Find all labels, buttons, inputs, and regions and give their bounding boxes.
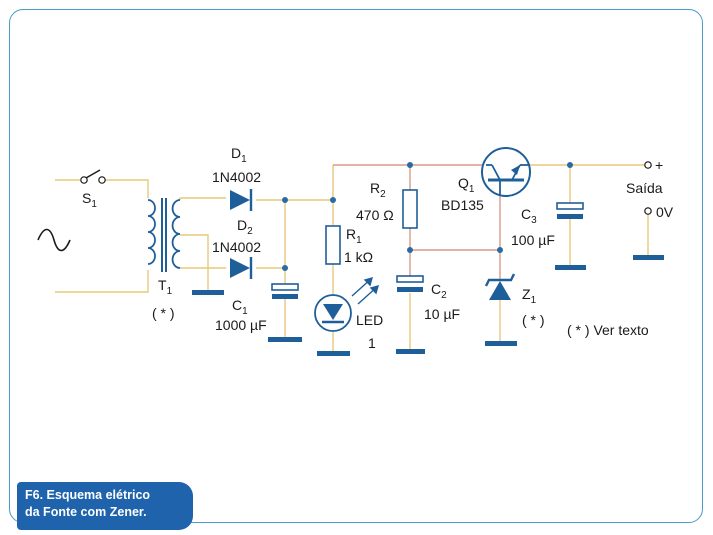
switch-lever-icon: [85, 169, 101, 179]
transistor-collector-icon: [491, 164, 501, 181]
ground-icon: [633, 255, 664, 260]
ground-icon: [317, 351, 350, 356]
junction-dot: [407, 162, 413, 168]
output-label: Saída: [626, 180, 663, 196]
junction-dot: [407, 247, 413, 253]
capacitor-plate-icon: [272, 294, 298, 299]
led-number: 1: [368, 335, 376, 351]
q1-part: BD135: [441, 197, 484, 213]
led: [314, 276, 380, 332]
output-terminal-icon: [644, 207, 652, 215]
zener-triangle-icon: [489, 281, 511, 300]
led-label: LED: [356, 312, 383, 328]
diode2-label: D2: [237, 217, 253, 237]
ground-icon: [485, 341, 517, 346]
switch-s1: [80, 169, 106, 184]
diode1-part: 1N4002: [212, 169, 261, 185]
r1-value: 1 kΩ: [344, 249, 373, 265]
c2-value: 10 µF: [424, 306, 460, 322]
switch-terminal-icon: [80, 176, 88, 184]
c1-label: C1: [232, 297, 248, 317]
resistor-r1: [325, 225, 341, 265]
caption-line-2: da Fonte com Zener.: [25, 505, 147, 519]
diode-triangle-icon: [230, 190, 250, 210]
output-terminal-icon: [644, 161, 652, 169]
arrowhead-icon: [363, 276, 374, 287]
switch-label: S1: [82, 190, 97, 210]
c3-label: C3: [521, 206, 537, 226]
z1-label: Z1: [522, 286, 537, 306]
led-triangle-icon: [323, 304, 343, 320]
r1-label: R1: [346, 226, 362, 246]
emitter-arrow-icon: [511, 165, 520, 175]
caption-line-1: F6. Esquema elétrico: [25, 488, 151, 502]
transistor-q1: [481, 147, 531, 197]
c1-value: 1000 µF: [215, 317, 267, 333]
primary-coil-icon: [147, 199, 156, 265]
output-plus: +: [655, 157, 663, 173]
ac-source-icon: [37, 228, 71, 252]
capacitor-c1: [271, 283, 299, 299]
ground-icon: [192, 290, 224, 295]
capacitor-c2: [396, 275, 424, 292]
wire-primary-bottom: [55, 270, 149, 293]
diode-d1: [230, 189, 253, 211]
junctions: [282, 162, 573, 271]
wire-center-tap: [180, 234, 209, 290]
diode-triangle-icon: [230, 258, 250, 278]
q1-label: Q1: [458, 175, 475, 195]
junction-dot: [330, 197, 336, 203]
diode2-part: 1N4002: [212, 239, 261, 255]
ground-icon: [555, 265, 586, 270]
transformer-label: T1: [158, 277, 173, 297]
junction-dot: [497, 247, 503, 253]
grounds: [192, 255, 664, 356]
zener-z1: [484, 273, 516, 300]
transformer-t1: [147, 198, 181, 272]
junction-dot: [567, 162, 573, 168]
diode1-label: D1: [231, 145, 247, 165]
ground-icon: [396, 349, 425, 354]
z1-note: ( * ): [522, 312, 545, 328]
figure-caption: F6. Esquema elétrico da Fonte com Zener.: [17, 482, 193, 530]
resistor-r2: [402, 189, 418, 229]
capacitor-plate-icon: [396, 275, 424, 283]
capacitor-plate-icon: [557, 214, 583, 219]
transistor-body-icon: [481, 147, 531, 197]
figure-frame: [9, 9, 703, 523]
wire-primary-top: [104, 179, 149, 198]
c3-value: 100 µF: [511, 232, 555, 248]
capacitor-plate-icon: [397, 287, 423, 292]
junction-dot: [282, 265, 288, 271]
output-zero-label: 0V: [656, 204, 674, 220]
zener-bar-icon: [484, 273, 516, 287]
arrowhead-icon: [369, 284, 380, 295]
transformer-note: ( * ): [152, 305, 175, 321]
diode-d2: [230, 257, 253, 279]
secondary-coil-icon: [171, 199, 181, 269]
capacitor-plate-icon: [556, 202, 584, 210]
capacitor-plate-icon: [271, 283, 299, 291]
ground-icon: [268, 337, 302, 342]
switch-terminal-icon: [98, 176, 106, 184]
r2-value: 470 Ω: [356, 207, 394, 223]
wire-sec-top: [179, 197, 226, 200]
c2-label: C2: [431, 281, 447, 301]
footnote: ( * ) Ver texto: [567, 322, 649, 338]
capacitor-c3: [556, 202, 584, 219]
junction-dot: [282, 197, 288, 203]
r2-label: R2: [370, 180, 386, 200]
